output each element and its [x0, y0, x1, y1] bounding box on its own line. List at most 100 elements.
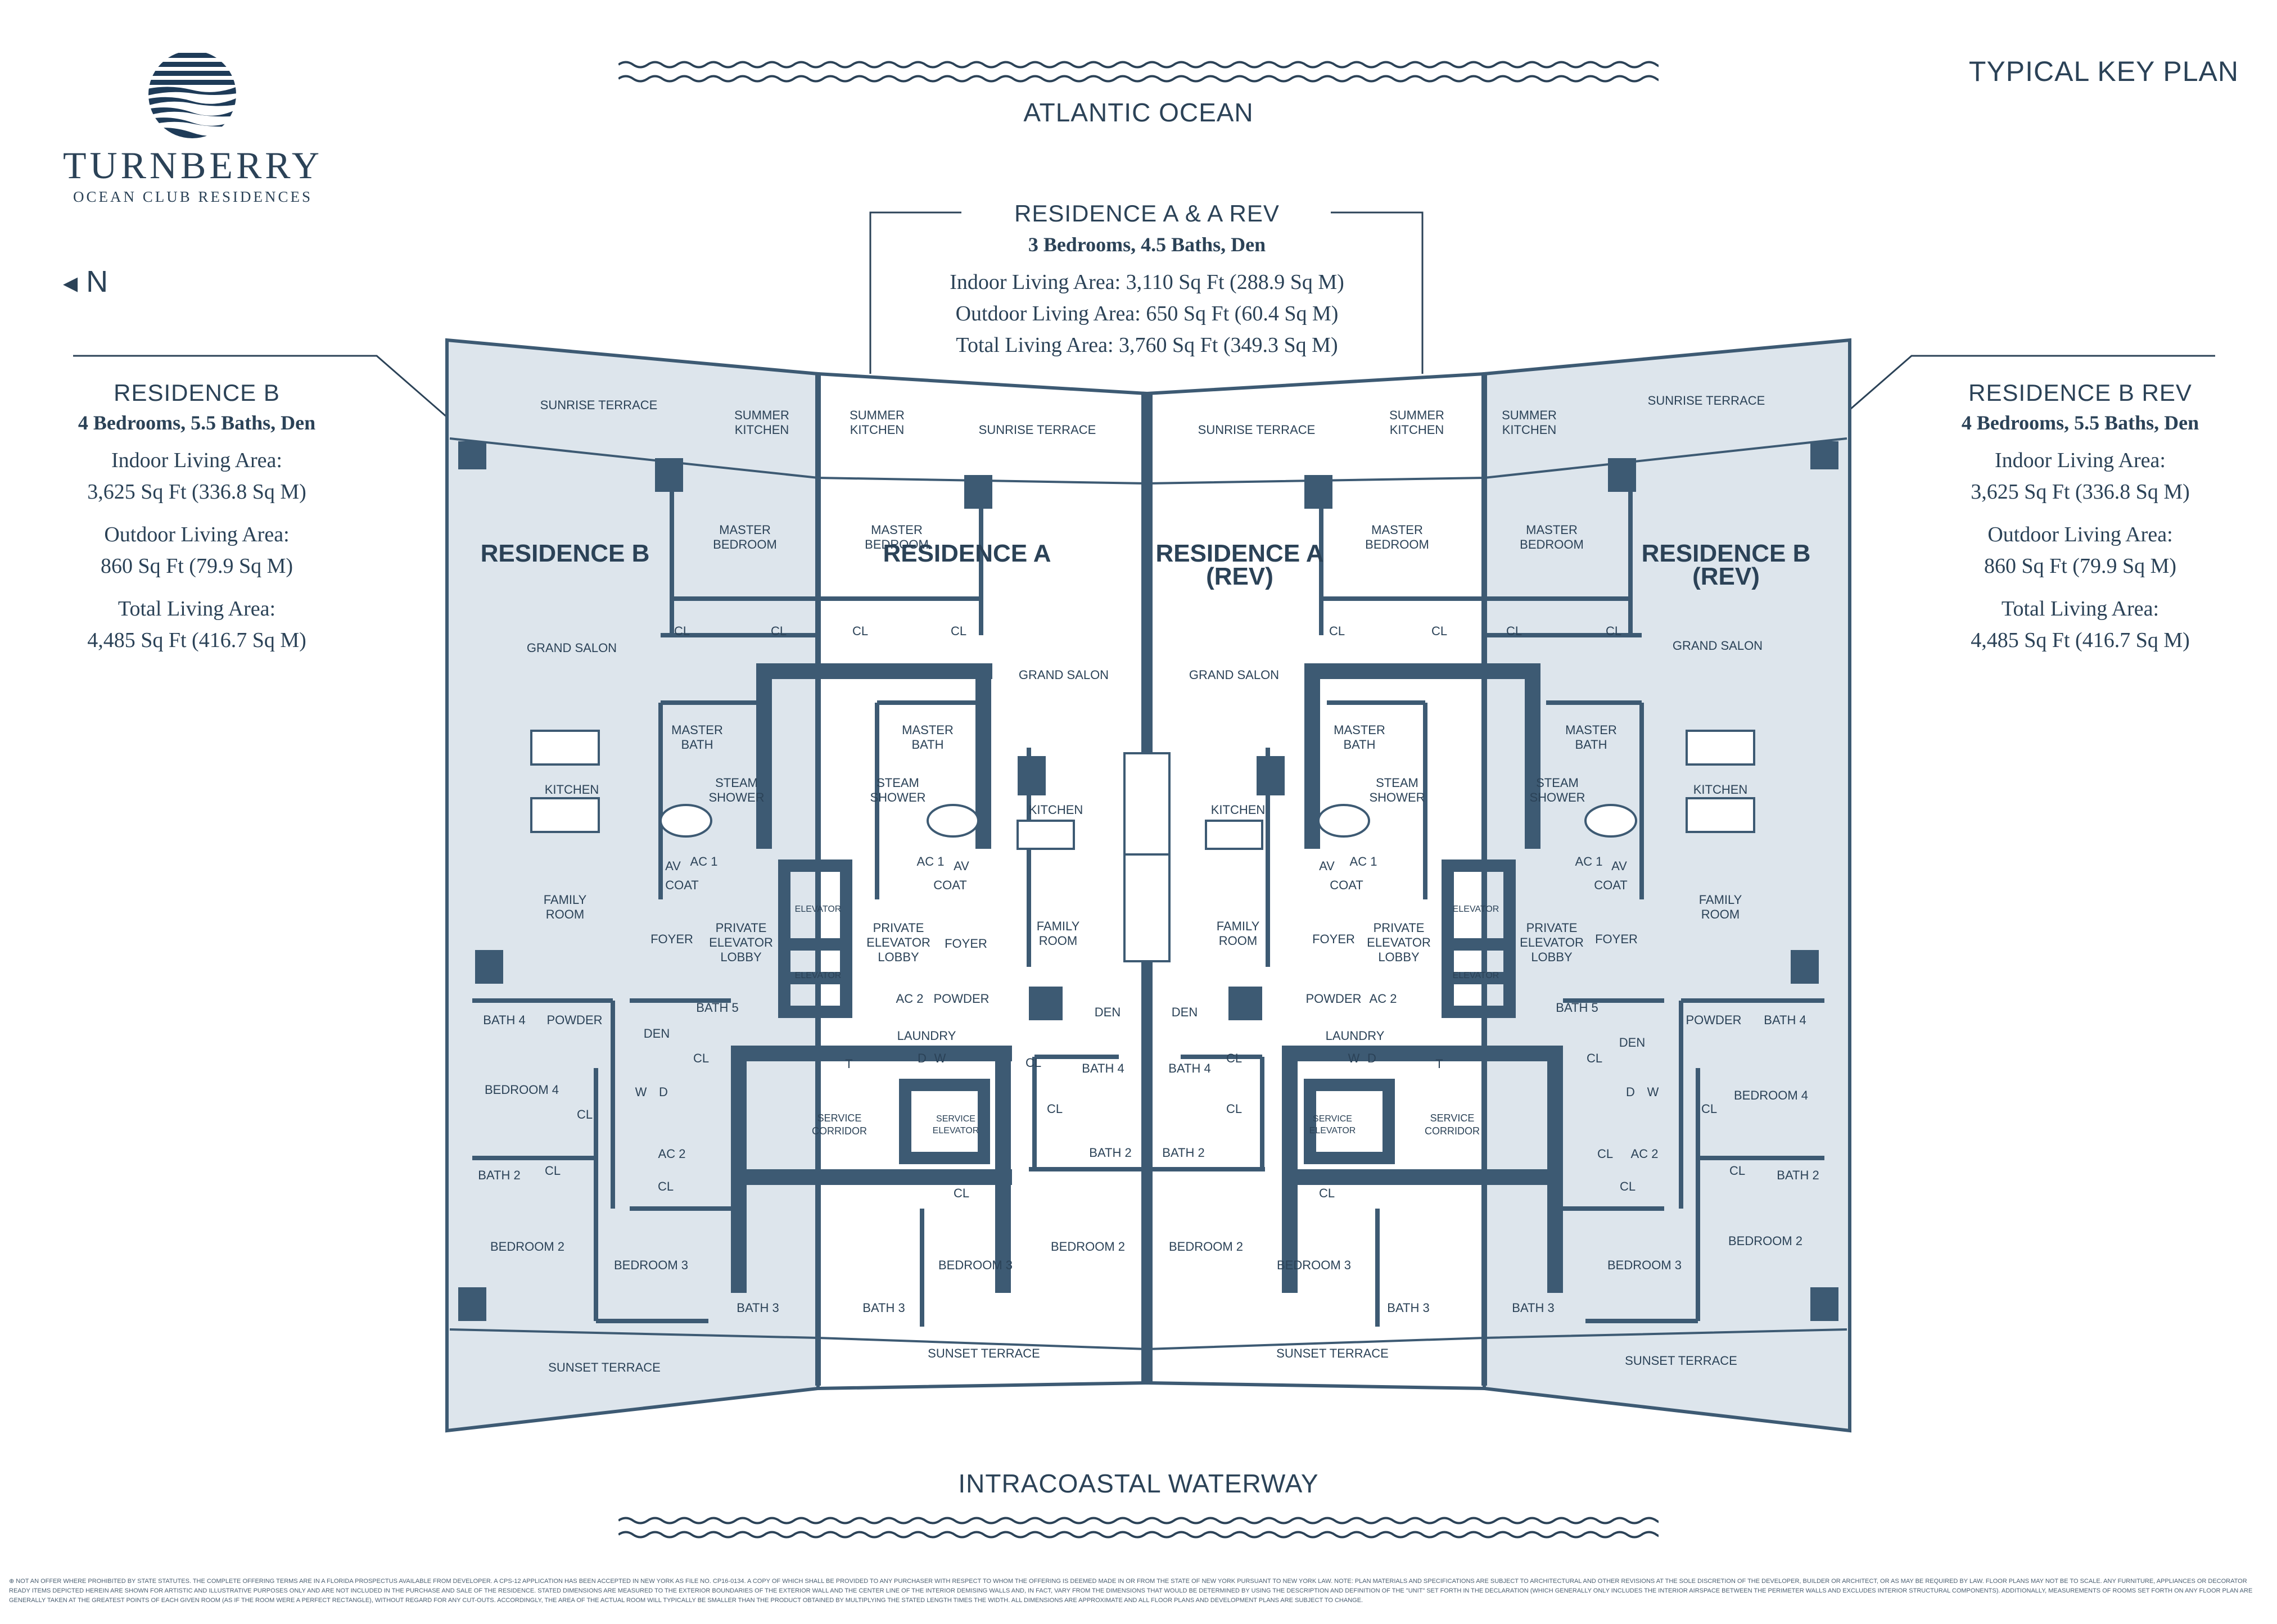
room-label: CL	[1226, 1051, 1242, 1065]
room-label: ELEVATOR	[1453, 971, 1499, 980]
room-label: KITCHEN	[1029, 803, 1083, 817]
room-label: W	[1348, 1051, 1360, 1065]
room-label: ELEVATOR	[1309, 1126, 1356, 1136]
room-label: AV	[1611, 859, 1627, 873]
room-label: ELEVATOR	[1520, 935, 1584, 949]
room-label: COAT	[1594, 878, 1627, 892]
room-label: SUNSET TERRACE	[1276, 1346, 1389, 1360]
room-label: SUMMER	[1389, 408, 1444, 422]
room-label: BEDROOM 3	[938, 1258, 1013, 1272]
room-label: BATH 4	[1082, 1061, 1124, 1075]
room-label: AC 2	[896, 992, 924, 1006]
room-label: CL	[1729, 1164, 1745, 1178]
room-label: CL	[771, 624, 787, 638]
room-label: SUMMER	[850, 408, 905, 422]
room-label: BATH 3	[1512, 1301, 1554, 1315]
room-label: FOYER	[1595, 932, 1638, 946]
room-label: BATH	[911, 738, 943, 752]
arrow-left-icon: ◀	[63, 273, 78, 295]
room-label: SHOWER	[870, 790, 926, 804]
room-label: CL	[577, 1107, 593, 1121]
room-label: AC 1	[917, 854, 945, 868]
room-label: FOYER	[945, 937, 987, 951]
residence-b-title: RESIDENCE B	[114, 379, 280, 406]
room-label: BEDROOM 2	[490, 1240, 564, 1254]
room-label: W	[635, 1085, 647, 1099]
room-label: BEDROOM	[865, 537, 929, 551]
room-label: CL	[1319, 1186, 1335, 1200]
room-label: BATH	[1575, 738, 1607, 752]
room-label: DEN	[1172, 1005, 1198, 1019]
room-label: CL	[1431, 624, 1447, 638]
residence-b-rev-indoor-value: 3,625 Sq Ft (336.8 Sq M)	[1971, 480, 2190, 504]
residence-a-callout-bracket	[869, 211, 1424, 374]
core-walls	[458, 441, 1838, 1321]
room-label: COAT	[665, 878, 698, 892]
room-label: KITCHEN	[545, 782, 599, 797]
room-label: CL	[1620, 1179, 1636, 1193]
room-label: ROOM	[1219, 934, 1257, 948]
room-label: BEDROOM 3	[614, 1258, 688, 1272]
room-label: STEAM	[1536, 776, 1579, 790]
interior-walls	[472, 486, 1824, 1327]
room-label: KITCHEN	[1693, 782, 1748, 797]
room-label: STEAM	[877, 776, 919, 790]
ocean-waves-icon	[618, 61, 1659, 83]
room-label: GRAND SALON	[1189, 668, 1279, 682]
residence-b-outdoor-value: 860 Sq Ft (79.9 Sq M)	[100, 554, 293, 578]
room-label: D	[659, 1085, 668, 1099]
residence-a-title: RESIDENCE A & A REV	[1014, 200, 1280, 227]
residence-b-rev-subtitle: 4 Bedrooms, 5.5 Baths, Den	[1961, 411, 2199, 434]
room-label: ELEVATOR	[1453, 904, 1499, 914]
room-label: CL	[1587, 1051, 1602, 1065]
room-label: T	[845, 1057, 852, 1071]
room-label: SUNSET TERRACE	[548, 1360, 661, 1374]
room-label: BATH 3	[862, 1301, 905, 1315]
residence-a-rev-unit-sub: (REV)	[1206, 563, 1273, 590]
logo-mark-icon	[148, 53, 236, 138]
room-label: CL	[1506, 624, 1522, 638]
room-label: CL	[951, 624, 966, 638]
logo	[147, 49, 237, 139]
room-label: CORRIDOR	[1425, 1125, 1480, 1137]
room-label: BEDROOM 3	[1277, 1258, 1351, 1272]
room-label: CL	[852, 624, 868, 638]
room-label: CL	[1597, 1147, 1613, 1161]
room-label: AV	[954, 859, 969, 873]
room-label: BATH 2	[1162, 1146, 1204, 1160]
room-label: LOBBY	[720, 950, 762, 964]
room-label: SHOWER	[709, 790, 765, 804]
room-label: ELEVATOR	[795, 904, 842, 914]
room-label: SUNRISE TERRACE	[979, 423, 1096, 437]
room-label: AC 2	[1370, 992, 1397, 1006]
room-label: BEDROOM	[713, 537, 777, 551]
ocean-label: ATLANTIC OCEAN	[1023, 98, 1254, 127]
room-label: SERVICE	[936, 1114, 975, 1124]
room-label: BEDROOM 2	[1728, 1234, 1802, 1248]
residence-a-outdoor: Outdoor Living Area: 650 Sq Ft (60.4 Sq …	[955, 302, 1339, 325]
room-label: ELEVATOR	[709, 935, 773, 949]
room-label: CL	[1226, 1102, 1242, 1116]
room-label: PRIVATE	[1526, 921, 1578, 935]
room-label: BEDROOM	[1520, 537, 1584, 551]
residence-b-indoor-label: Indoor Living Area:	[111, 449, 282, 472]
room-label: BEDROOM 3	[1607, 1258, 1682, 1272]
residence-b-rev-info: RESIDENCE B REV 4 Bedrooms, 5.5 Baths, D…	[1934, 379, 2226, 656]
residence-a-total: Total Living Area: 3,760 Sq Ft (349.3 Sq…	[956, 333, 1338, 357]
room-label: POWDER	[547, 1013, 603, 1027]
residence-b-rev-title: RESIDENCE B REV	[1968, 379, 2192, 406]
residence-b-subtitle: 4 Bedrooms, 5.5 Baths, Den	[78, 411, 316, 434]
room-label: ROOM	[1039, 934, 1077, 948]
room-label: FAMILY	[1037, 919, 1080, 933]
room-label: ELEVATOR	[866, 935, 930, 949]
room-labels: SUNRISE TERRACE SUNRISE TERRACE SUNRISE …	[478, 393, 1819, 1374]
room-label: GRAND SALON	[527, 641, 617, 655]
residence-b-rev-total-label: Total Living Area:	[2001, 597, 2159, 621]
residence-a-unit-label: RESIDENCE A	[883, 540, 1051, 567]
residence-b-rev-outdoor-label: Outdoor Living Area:	[1987, 523, 2173, 546]
room-label: ELEVATOR	[933, 1126, 979, 1136]
room-label: MASTER	[902, 723, 954, 737]
room-label: AC 2	[1631, 1147, 1659, 1161]
room-label: SERVICE	[1430, 1112, 1475, 1124]
room-label: AC 1	[1575, 854, 1603, 868]
